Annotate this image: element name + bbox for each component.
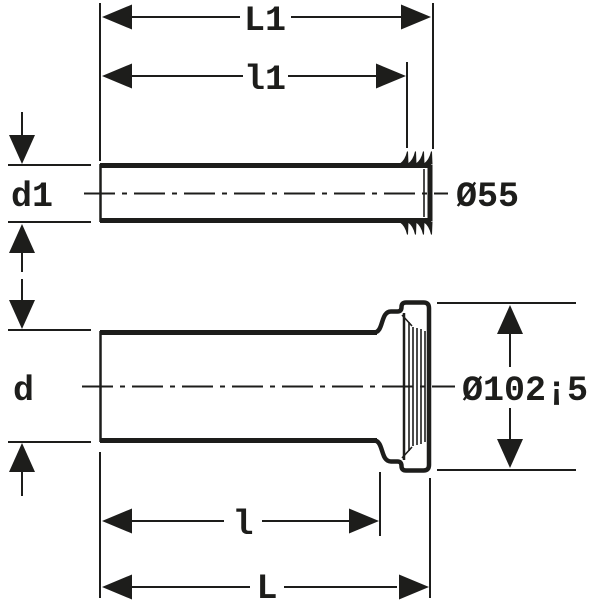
- dimension-label-dia102: Ø102¡5: [462, 371, 588, 411]
- arrowhead-up: [9, 224, 35, 253]
- dimension-label-l1: l1: [244, 60, 286, 100]
- seal-chamfer-bottom: [401, 446, 413, 459]
- dimension-l1: l1: [102, 60, 406, 100]
- pipe-large: [82, 300, 455, 473]
- socket-outline: [371, 300, 432, 473]
- seal-ribs-bottom: [398, 221, 433, 235]
- arrowhead-left: [102, 63, 132, 89]
- dimension-L1: L1: [102, 1, 431, 41]
- dimension-label-d1: d1: [11, 177, 53, 217]
- arrowhead-left: [102, 574, 132, 600]
- seal-chamfer-top: [401, 314, 413, 327]
- pipe-small: [84, 151, 448, 235]
- dimension-label-d: d: [13, 371, 34, 411]
- arrowhead-down: [497, 439, 523, 468]
- extension-lines: [8, 3, 576, 598]
- arrowhead-right: [401, 4, 431, 30]
- dimension-d: d: [9, 279, 35, 496]
- dimension-dia102: Ø102¡5: [462, 305, 588, 468]
- dimension-L: L: [102, 569, 429, 600]
- arrowhead-down: [9, 135, 35, 164]
- dimension-d1: d1: [9, 112, 53, 272]
- arrowhead-right: [376, 63, 406, 89]
- dimension-label-dia55: Ø55: [456, 177, 519, 217]
- arrowhead-left: [102, 4, 132, 30]
- dimension-label-L1: L1: [244, 1, 286, 41]
- arrowhead-down: [9, 300, 35, 329]
- dimension-label-L: L: [256, 569, 277, 600]
- arrowhead-up: [497, 305, 523, 334]
- arrowhead-left: [102, 508, 132, 534]
- arrowhead-right: [399, 574, 429, 600]
- arrowhead-up: [9, 443, 35, 472]
- arrowhead-right: [349, 508, 379, 534]
- dimension-l: l: [102, 505, 379, 545]
- seal-ribs-top: [398, 151, 433, 165]
- dimension-label-l: l: [232, 505, 253, 545]
